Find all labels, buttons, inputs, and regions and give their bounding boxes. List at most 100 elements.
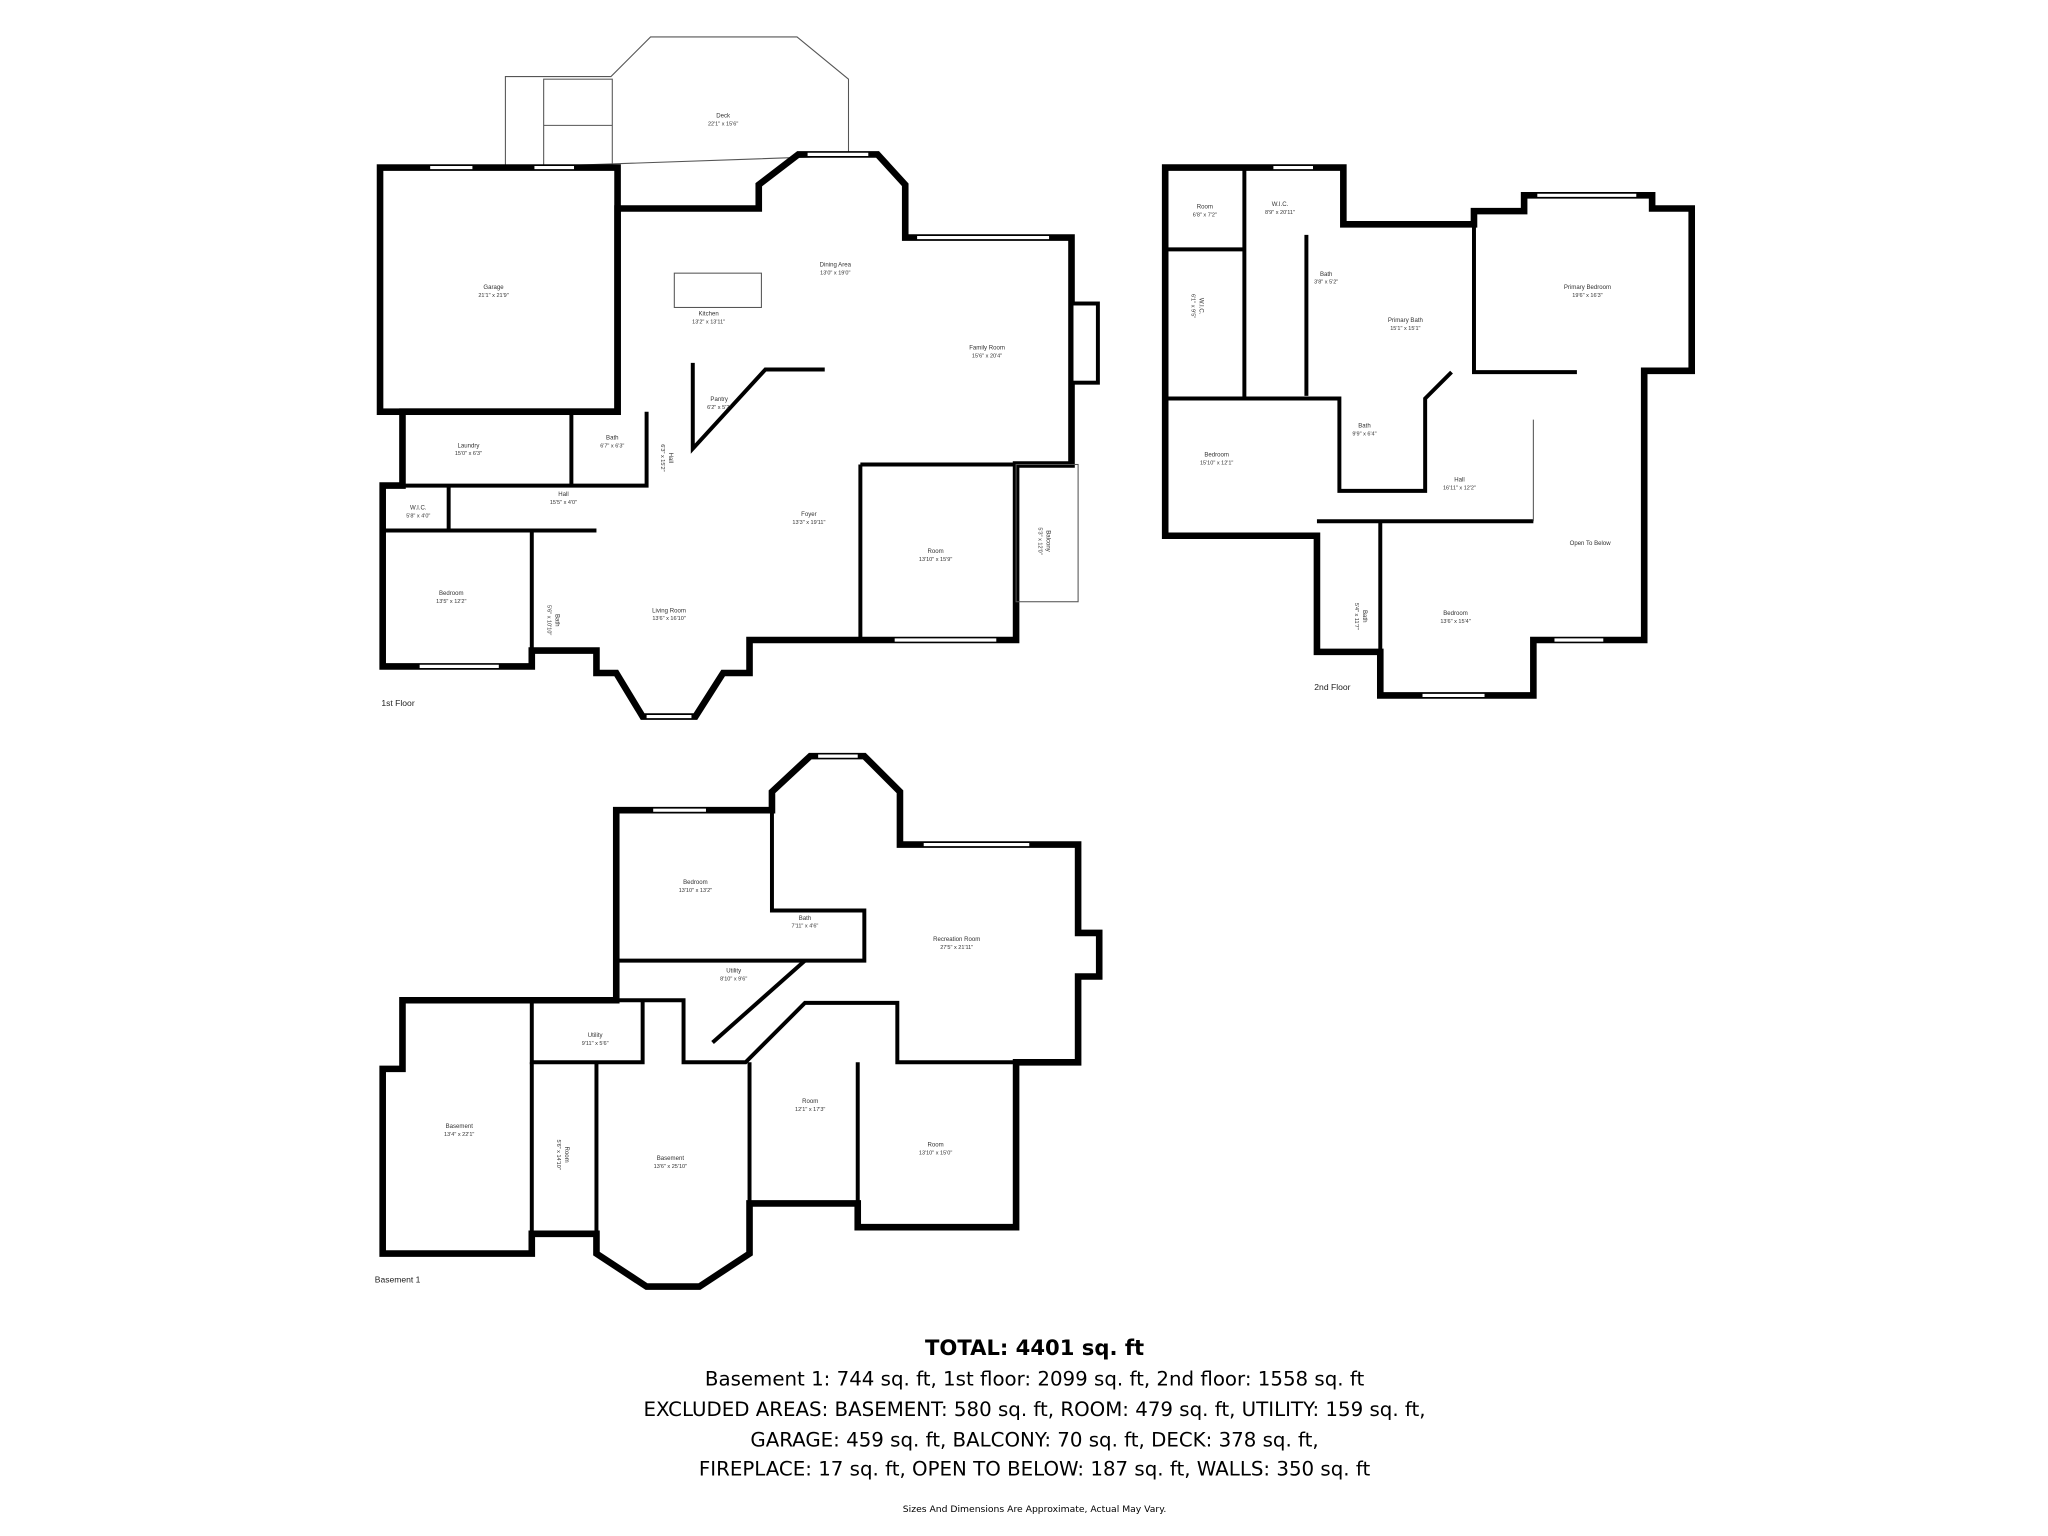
room-label: Basement 13'4" x 22'1" [444,1124,474,1138]
room-label: Room 13'10" x 15'0" [919,1143,952,1157]
room-dimensions: 15'5" x 4'0" [550,500,577,506]
room-label: Utility 9'11" x 5'6" [582,1033,609,1047]
interior-wall [1472,224,1577,375]
room-name: Dining Area [820,263,852,269]
room-name: W.I.C. [1198,298,1204,315]
room-dimensions: 3'8" x 5'2" [1314,280,1338,286]
room-dimensions: 13'4" x 22'1" [444,1132,474,1138]
room-label: Open To Below [1570,541,1612,547]
interior-wall [616,810,867,963]
room-name: Utility [726,969,742,975]
room-dimensions: 16'11" x 12'2" [1443,486,1476,492]
room-dimensions: 13'0" x 19'0" [820,270,850,276]
room-name: Room [563,1147,569,1163]
room-name: Deck [716,113,731,119]
excluded-areas-line-3: FIREPLACE: 17 sq. ft, OPEN TO BELOW: 187… [699,1457,1371,1480]
room-label: Laundry 15'0" x 6'3" [455,443,482,457]
interior-wall [529,1000,645,1065]
room-name: Room [928,549,944,555]
room-name: W.I.C. [1272,202,1289,208]
room-dimensions: 15'6" x 20'4" [972,354,1002,360]
room-name: Room [928,1143,944,1149]
deck-stairs [543,78,613,167]
room-name: Utility [588,1033,604,1039]
room-dimensions: 15'1" x 15'1" [1390,326,1420,332]
room-name: Bath [554,614,560,626]
room-label: Basement 13'6" x 25'10" [654,1156,687,1170]
room-dimensions: 15'0" x 6'3" [455,451,482,457]
room-label: W.I.C.6'1" x 9'5" [1190,294,1204,318]
room-name: W.I.C. [410,505,427,511]
room-name: Foyer [801,512,817,518]
deck-outline [504,36,850,169]
room-name: Basement [657,1156,685,1162]
room-label: W.I.C. 8'9" x 20'11" [1265,202,1295,216]
excluded-areas-line-2: GARAGE: 459 sq. ft, BALCONY: 70 sq. ft, … [750,1428,1318,1451]
room-name: Bedroom [683,880,708,886]
room-name: Balcony [1044,530,1050,553]
room-dimensions: 5'4" x 11'7" [1353,603,1359,630]
room-dimensions: 22'1" x 15'6" [708,121,738,127]
room-name: Room [802,1099,818,1105]
room-name: Kitchen [699,311,719,317]
room-dimensions: 13'2" x 13'11" [692,319,725,325]
room-name: Bath [1361,610,1367,622]
room-dimensions: 5'3" x 12'0" [1037,527,1043,554]
room-dimensions: 6'7" x 6'3" [600,443,624,449]
interior-wall [711,959,807,1044]
room-name: Pantry [710,397,728,403]
room-name: Basement [446,1124,474,1130]
room-dimensions: 13'6" x 25'10" [654,1164,687,1170]
room-name: Laundry [457,443,480,449]
room-name: Room [1197,204,1213,210]
room-dimensions: 7'11" x 4'6" [792,924,819,930]
room-dimensions: 13'3" x 19'11" [792,520,825,526]
room-dimensions: 13'6" x 16'10" [652,616,685,622]
room-name: Garage [483,285,504,291]
floor-areas: Basement 1: 744 sq. ft, 1st floor: 2099 … [705,1368,1365,1391]
room-label: Recreation Room 27'5" x 21'11" [933,937,980,951]
room-name: Primary Bedroom [1564,285,1611,291]
interior-wall [1165,370,1453,493]
floor-label: 2nd Floor [1314,682,1350,692]
room-name: Recreation Room [933,937,980,943]
room-dimensions: 9'11" x 5'6" [582,1041,609,1047]
room-dimensions: 6'1" x 9'5" [1190,294,1196,318]
room-name: Living Room [652,608,686,614]
balcony-outline [1015,463,1079,603]
excluded-areas-line-1: EXCLUDED AREAS: BASEMENT: 580 sq. ft, RO… [644,1398,1426,1421]
room-name: Bedroom [439,591,464,597]
room-name: Bath [1358,424,1370,430]
interior-wall [402,411,649,488]
room-dimensions: 21'1" x 21'9" [478,293,508,299]
main-house-walls [379,151,1075,720]
room-label: Living Room 13'6" x 16'10" [652,608,686,622]
room-label: Garage 21'1" x 21'9" [478,285,508,299]
room-dimensions: 8'9" x 20'11" [1265,210,1295,216]
room-dimensions: 6'3" x 15'2" [659,444,665,471]
room-dimensions: 13'10" x 15'0" [919,1151,952,1157]
room-dimensions: 27'5" x 21'11" [940,945,973,951]
